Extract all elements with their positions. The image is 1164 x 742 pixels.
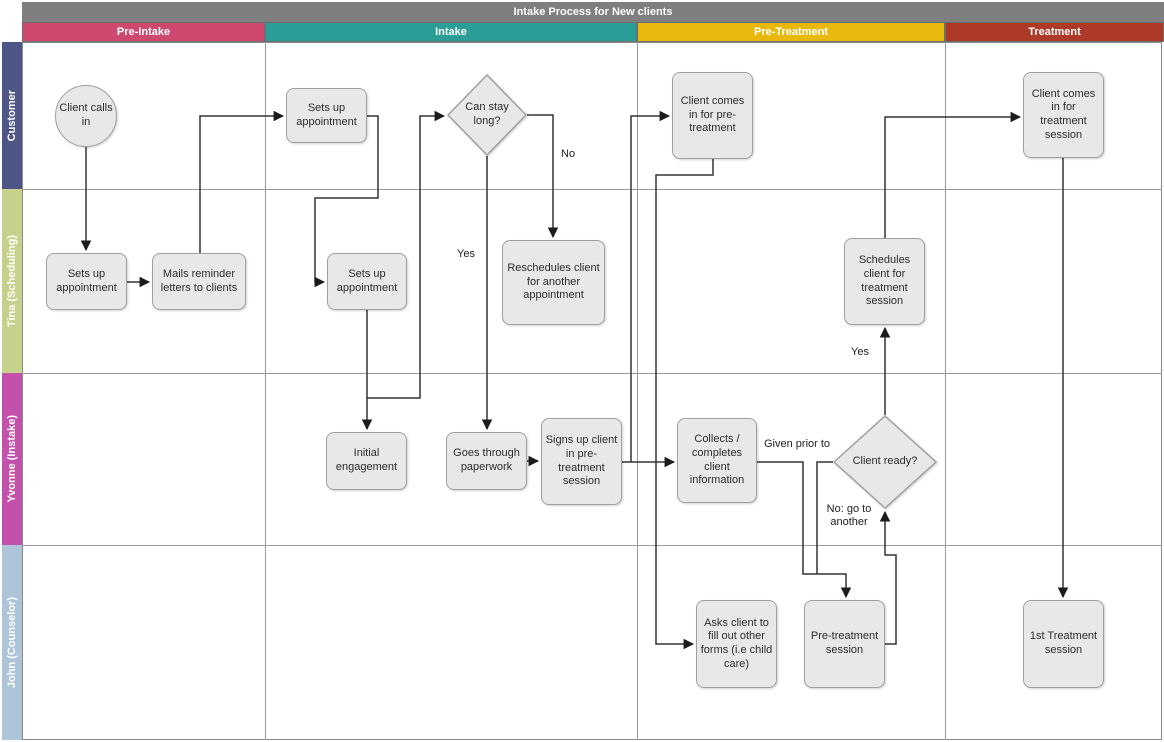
grid-line-vertical (265, 42, 266, 740)
decision-client-ready[interactable]: Client ready? (833, 415, 937, 509)
node-label: Client comes in for treatment session (1031, 87, 1096, 141)
flow-node-collects-client-information[interactable]: Collects / completes client information (677, 418, 757, 503)
node-label: Client calls in (59, 102, 113, 128)
edge-label-given-prior-to: Given prior to (764, 438, 831, 450)
flow-node-asks-client-fill-forms[interactable]: Asks client to fill out other forms (i.e… (696, 600, 777, 688)
node-label: Client ready? (852, 455, 918, 468)
lane-label: Yvonne (Instake) (6, 415, 18, 503)
edge-label-yes-ready: Yes (851, 346, 869, 358)
diagram-sheet-border (22, 42, 1162, 740)
lane-label: Customer (6, 89, 18, 142)
diamond-shape (833, 415, 937, 509)
lane-label: Tina (Scheduling) (6, 234, 18, 328)
phase-header-treatment[interactable]: Treatment (945, 22, 1164, 42)
flow-node-mails-reminder-letters[interactable]: Mails reminder letters to clients (152, 253, 246, 310)
node-label: Asks client to fill out other forms (i.e… (700, 616, 773, 670)
edge-label-no-go-another: No: go to another (826, 503, 872, 529)
flow-node-initial-engagement[interactable]: Initial engagement (326, 432, 407, 490)
diamond-shape (447, 74, 527, 156)
lane-header-customer[interactable]: Customer (2, 42, 22, 189)
flow-node-signs-up-client[interactable]: Signs up client in pre-treatment session (541, 418, 622, 505)
flow-node-client-comes-pretreatment[interactable]: Client comes in for pre-treatment (672, 72, 753, 159)
lane-header-tina[interactable]: Tina (Scheduling) (2, 189, 22, 373)
lane-label: John (Counselor) (6, 596, 18, 689)
flow-node-first-treatment-session[interactable]: 1st Treatment session (1023, 600, 1104, 688)
lane-header-yvonne[interactable]: Yvonne (Instake) (2, 373, 22, 545)
flow-node-sets-up-appointment-preintake[interactable]: Sets up appointment (46, 253, 127, 310)
phase-header-pre-treatment[interactable]: Pre-Treatment (637, 22, 945, 42)
node-label: Schedules client for treatment session (858, 254, 911, 308)
grid-line-vertical (637, 42, 638, 740)
flow-node-client-calls-in[interactable]: Client calls in (55, 85, 117, 147)
flow-node-sets-up-appointment-intake[interactable]: Sets up appointment (327, 253, 407, 310)
flow-node-reschedules-client[interactable]: Reschedules client for another appointme… (502, 240, 605, 325)
grid-line-vertical (945, 42, 946, 740)
node-label: Signs up client in pre-treatment session (545, 434, 618, 488)
node-label: Pre-treatment session (810, 630, 879, 656)
flow-node-schedules-client-treatment[interactable]: Schedules client for treatment session (844, 238, 925, 325)
edge-label-no: No (561, 148, 576, 160)
flow-node-pretreatment-session[interactable]: Pre-treatment session (804, 600, 885, 688)
node-label: Goes through paperwork (453, 447, 520, 473)
phase-header-pre-intake[interactable]: Pre-Intake (22, 22, 265, 42)
node-label: Mails reminder letters to clients (160, 267, 238, 294)
diagram-title: Intake Process for New clients (22, 2, 1164, 22)
grid-line-horizontal (22, 373, 1162, 374)
flow-node-client-comes-treatment[interactable]: Client comes in for treatment session (1023, 72, 1104, 158)
node-label: Sets up appointment (336, 267, 398, 294)
node-label: Client comes in for pre-treatment (680, 94, 745, 135)
node-label: Sets up appointment (56, 267, 117, 294)
node-label: Can stay long? (465, 101, 509, 127)
phase-header-intake[interactable]: Intake (265, 22, 637, 42)
node-label: Sets up appointment (296, 101, 357, 128)
node-label: 1st Treatment session (1029, 630, 1098, 656)
edge-label-yes: Yes (457, 248, 475, 260)
flow-node-goes-through-paperwork[interactable]: Goes through paperwork (446, 432, 527, 490)
node-label: Reschedules client for another appointme… (507, 261, 600, 302)
lane-header-john[interactable]: John (Counselor) (2, 545, 22, 740)
grid-line-horizontal (22, 189, 1162, 190)
node-label: Collects / completes client information (689, 433, 745, 487)
node-label: Initial engagement (335, 447, 398, 473)
flow-node-sets-up-appointment-customer[interactable]: Sets up appointment (286, 88, 367, 143)
grid-line-horizontal (22, 545, 1162, 546)
decision-can-stay-long[interactable]: Can stay long? (447, 74, 527, 156)
